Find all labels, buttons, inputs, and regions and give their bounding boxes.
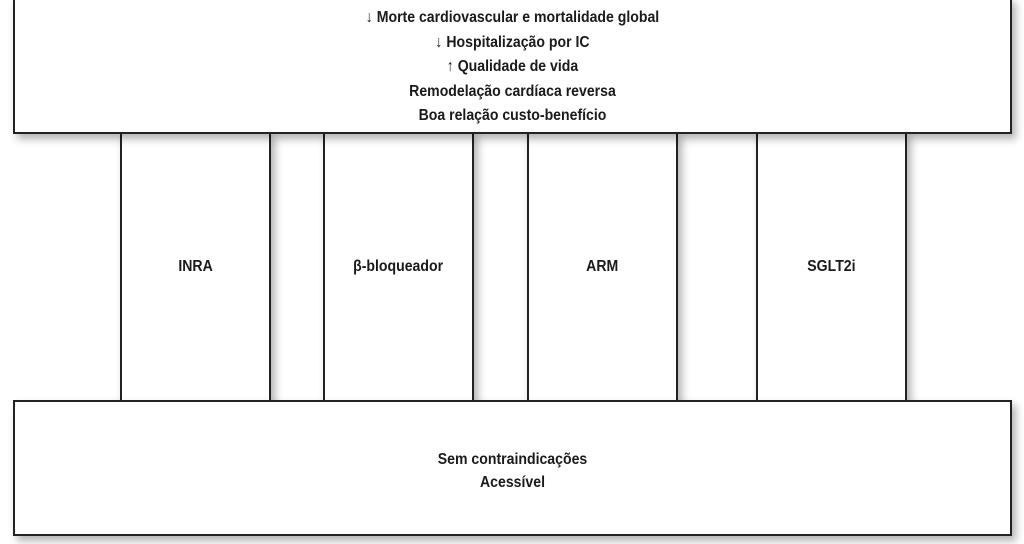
benefit-line: Remodelação cardíaca reversa — [409, 82, 616, 100]
pillar-label: ARM — [586, 258, 619, 275]
pillar-label: INRA — [178, 258, 213, 275]
base-line: Acessível — [480, 474, 545, 491]
base-box: Sem contraindicações Acessível — [13, 400, 1012, 536]
benefit-line: ↑ Qualidade de vida — [446, 58, 579, 76]
pillar-sglt2i: SGLT2i — [756, 132, 907, 402]
pillar-arm: ARM — [527, 132, 678, 402]
benefit-line: ↓ Hospitalização por IC — [435, 33, 590, 51]
pillar-label: β-bloqueador — [353, 258, 444, 275]
pillar-label: SGLT2i — [807, 258, 856, 275]
base-line: Sem contraindicações — [437, 451, 588, 468]
benefit-line: ↓ Morte cardiovascular e mortalidade glo… — [365, 9, 660, 26]
pillar-beta-blocker: β-bloqueador — [323, 132, 474, 402]
benefits-box: ↓ Morte cardiovascular e mortalidade glo… — [13, 0, 1012, 134]
pillar-inra: INRA — [120, 132, 271, 402]
benefit-line: Boa relação custo-benefício — [418, 107, 607, 125]
